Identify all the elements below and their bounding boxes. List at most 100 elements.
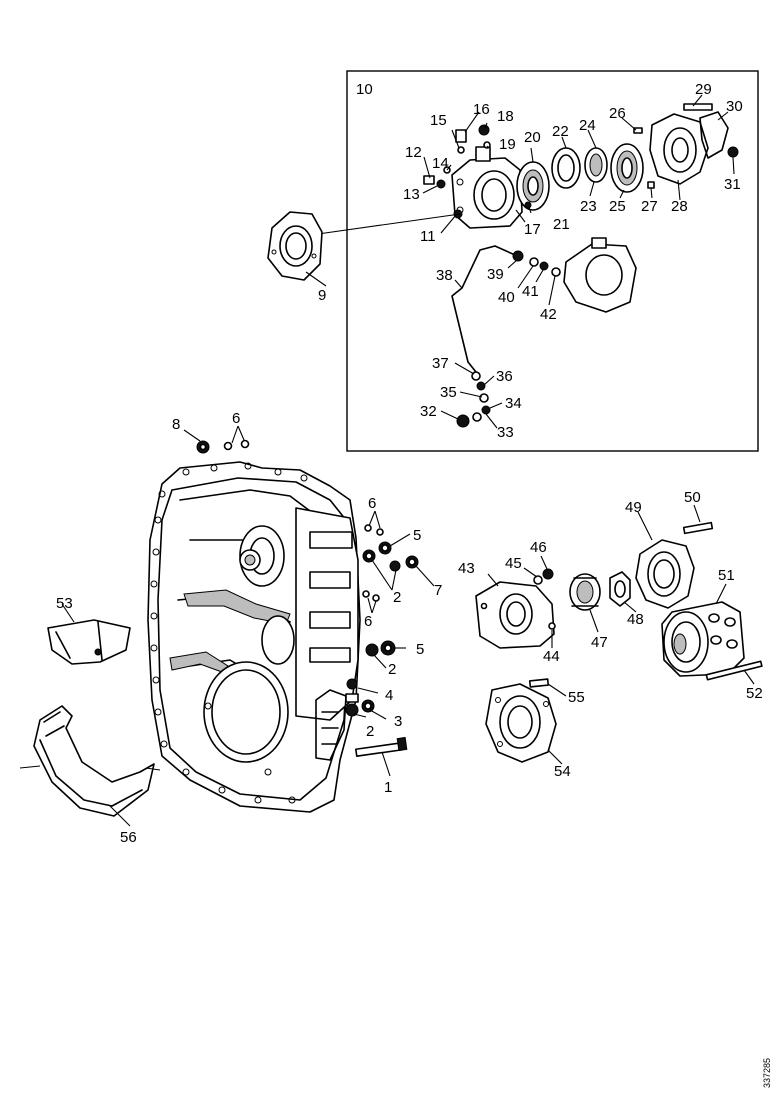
part-51-pump — [661, 601, 745, 677]
callout-5-b: 5 — [416, 641, 424, 658]
inset-leaders — [422, 94, 735, 429]
part-55-bolt — [528, 678, 550, 688]
inset-housing — [563, 237, 637, 313]
fittings-39-42 — [512, 250, 561, 277]
small-fittings-12-19 — [423, 124, 491, 219]
callout-14: 14 — [432, 155, 449, 172]
callout-38: 38 — [436, 267, 453, 284]
callout-46: 46 — [530, 539, 547, 556]
main-leaders — [61, 271, 755, 827]
callout-55: 55 — [568, 689, 585, 706]
callout-2: 2 — [393, 589, 401, 606]
callout-56: 56 — [120, 829, 137, 846]
part-38-pipe — [451, 245, 516, 373]
callout-7: 7 — [434, 582, 442, 599]
callout-36: 36 — [496, 368, 513, 385]
callout-6-b: 6 — [368, 495, 376, 512]
callout-41: 41 — [522, 283, 539, 300]
callout-17: 17 — [524, 221, 541, 238]
callout-24: 24 — [579, 117, 596, 134]
callout-19: 19 — [499, 136, 516, 153]
callout-15: 15 — [430, 112, 447, 129]
main-gearbox-housing — [147, 461, 361, 813]
callout-23: 23 — [580, 198, 597, 215]
callout-35: 35 — [440, 384, 457, 401]
part-20-bearing — [516, 161, 550, 211]
callout-25: 25 — [609, 198, 626, 215]
callout-20: 20 — [524, 129, 541, 146]
callout-50: 50 — [684, 489, 701, 506]
housing-fittings — [345, 524, 419, 757]
part-17-housing — [451, 146, 523, 229]
part-27-pin — [647, 181, 655, 189]
part-54-cover — [485, 683, 557, 763]
callout-32: 32 — [420, 403, 437, 420]
callout-10: 10 — [356, 81, 373, 98]
callout-13: 13 — [403, 186, 420, 203]
callout-28: 28 — [671, 198, 688, 215]
callout-6: 6 — [232, 410, 240, 427]
callout-39: 39 — [487, 266, 504, 283]
callout-34: 34 — [505, 395, 522, 412]
callout-3: 3 — [394, 713, 402, 730]
callout-37: 37 — [432, 355, 449, 372]
top-fittings-6-8 — [196, 439, 250, 454]
drawing-reference-number: 337285 — [762, 1058, 772, 1088]
rings-22-25 — [551, 143, 644, 193]
part-46 — [542, 568, 554, 580]
part-47-gear — [569, 573, 601, 611]
callout-2-c: 2 — [366, 723, 374, 740]
part-45 — [533, 575, 543, 585]
inset-frame — [346, 70, 759, 452]
callout-16: 16 — [473, 101, 490, 118]
part-52-bolt — [705, 660, 763, 681]
callout-18: 18 — [497, 108, 514, 125]
callout-27: 27 — [641, 198, 658, 215]
perimeter-bolt-holes — [150, 462, 308, 804]
callout-12: 12 — [405, 144, 422, 161]
part-50-bolt — [682, 521, 714, 535]
inset-assembly-10: 10 — [346, 70, 759, 452]
callout-33: 33 — [497, 424, 514, 441]
callout-42: 42 — [540, 306, 557, 323]
fittings-32-37 — [456, 371, 491, 428]
part-53-cover — [47, 619, 131, 665]
part-43-housing — [475, 581, 556, 649]
callout-43: 43 — [458, 560, 475, 577]
callout-5: 5 — [413, 527, 421, 544]
callout-40: 40 — [498, 289, 515, 306]
callout-30: 30 — [726, 98, 743, 115]
callout-11: 11 — [420, 228, 436, 245]
callout-48: 48 — [627, 611, 644, 628]
part-21 — [524, 201, 532, 209]
callout-22: 22 — [552, 123, 569, 140]
callout-2-b: 2 — [388, 661, 396, 678]
callout-31: 31 — [724, 176, 741, 193]
callout-9: 9 — [318, 287, 326, 304]
callout-numbers: 1 2 3 4 5 6 7 8 9 11 12 13 14 15 16 17 1… — [56, 81, 763, 846]
part-31-nut — [727, 146, 739, 158]
part-9-flange — [267, 211, 323, 281]
part-49-flange — [635, 539, 695, 609]
callout-51: 51 — [718, 567, 735, 584]
callout-21: 21 — [553, 216, 570, 233]
callout-47: 47 — [591, 634, 608, 651]
callout-26: 26 — [609, 105, 626, 122]
inset-connector-line — [317, 213, 461, 235]
part-28-cover — [649, 113, 709, 185]
callout-4: 4 — [385, 687, 393, 704]
callout-54: 54 — [554, 763, 571, 780]
callout-44: 44 — [543, 648, 560, 665]
callout-53: 53 — [56, 595, 73, 612]
callout-8: 8 — [172, 416, 180, 433]
callout-52: 52 — [746, 685, 763, 702]
part-48-nut — [609, 571, 631, 607]
part-26-pin — [633, 127, 643, 134]
callout-1: 1 — [384, 779, 392, 796]
callout-29: 29 — [695, 81, 712, 98]
callout-45: 45 — [505, 555, 522, 572]
part-29-bolt — [683, 103, 713, 111]
callout-6-c: 6 — [364, 613, 372, 630]
part-56-shield — [19, 705, 161, 817]
